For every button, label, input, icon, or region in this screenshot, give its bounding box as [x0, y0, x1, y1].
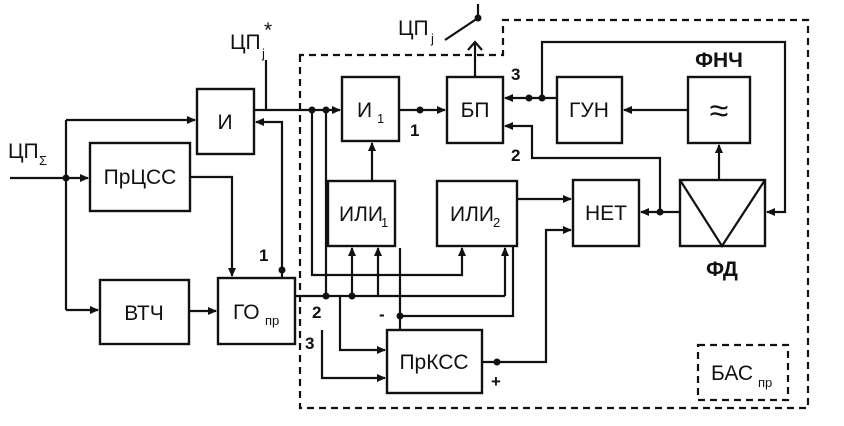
- bas-enclosure: [298, 18, 810, 410]
- cp-j-star-sub: j: [261, 46, 265, 61]
- ili1-block: [326, 179, 397, 248]
- switch-arm: [444, 17, 479, 41]
- go-port-2: 2: [312, 303, 321, 322]
- node: [525, 94, 533, 102]
- prkss-plus: +: [491, 372, 501, 391]
- go-pr-label: ГО: [233, 301, 260, 324]
- bas-pr-sub: пр: [758, 375, 772, 390]
- wire-prkss-to-net: [482, 226, 572, 364]
- cp-sigma-label: ЦП: [8, 140, 39, 163]
- ili2-sub: 2: [493, 215, 500, 230]
- fd-block: [678, 178, 767, 248]
- node: [474, 14, 482, 22]
- arrow-bp-out: [467, 40, 483, 51]
- pr-tss-block: [88, 141, 192, 213]
- ili2-block: [435, 179, 519, 248]
- vtch-block: [98, 278, 191, 346]
- ili1-sub: 1: [381, 215, 388, 230]
- bp-port-2: 2: [511, 146, 520, 165]
- pr-kss-label: ПрКСС: [399, 351, 468, 374]
- bp-port-3: 3: [511, 65, 520, 84]
- cp-j-sub: j: [430, 31, 434, 46]
- gun-label: ГУН: [569, 99, 609, 122]
- net-label: НЕТ: [585, 202, 627, 225]
- and-main-block: [195, 87, 256, 156]
- and1-sub: 1: [377, 111, 384, 126]
- go-port-3: 3: [305, 334, 314, 353]
- node: [416, 106, 424, 114]
- wire-gun-loop-fd: [540, 40, 787, 216]
- wire-go-to-and: [255, 118, 284, 278]
- node: [278, 266, 286, 274]
- wire-to-bp-2: [504, 122, 662, 212]
- wire-and-bus-down: [310, 110, 466, 277]
- node: [322, 292, 330, 300]
- go-port-1: 1: [259, 246, 268, 265]
- wire-prtss-to-go: [190, 175, 236, 277]
- and1-label: И: [357, 99, 372, 122]
- net-block: [571, 178, 641, 248]
- go-pr-block: [216, 276, 297, 346]
- cp-j-label: ЦП: [398, 17, 429, 40]
- bas-pr-label: БАС: [711, 362, 753, 385]
- bp-label: БП: [461, 99, 490, 122]
- ili1-label: ИЛИ: [339, 203, 383, 226]
- wire-minus-h: [400, 246, 515, 318]
- and1-port-1: 1: [410, 121, 419, 140]
- wire-go3-to-prkss: [320, 330, 386, 382]
- cp-sigma-sub: Σ: [39, 153, 47, 168]
- node: [396, 312, 404, 320]
- fd-v-symbol: [679, 179, 766, 249]
- wire-go2-down: [338, 296, 386, 354]
- node: [62, 174, 70, 182]
- pr-tss-label: ПрЦСС: [104, 166, 177, 189]
- and-main-label: И: [217, 111, 232, 134]
- fd-label: ФД: [706, 258, 738, 281]
- node: [493, 358, 501, 366]
- fnch-label: ФНЧ: [695, 49, 743, 72]
- pr-kss-block: [385, 328, 484, 395]
- bp-block: [445, 75, 505, 145]
- gun-block: [555, 75, 624, 145]
- fnch-block: [686, 75, 752, 145]
- prkss-minus: -: [379, 305, 385, 324]
- vtch-label: ВТЧ: [124, 302, 163, 325]
- ili2-label: ИЛИ: [450, 203, 494, 226]
- node: [348, 292, 356, 300]
- fnch-symbol: ≈: [710, 92, 729, 130]
- go-pr-sub: пр: [265, 313, 279, 328]
- cp-j-star-sup: *: [264, 19, 272, 42]
- cp-j-star-label: ЦП: [230, 31, 261, 54]
